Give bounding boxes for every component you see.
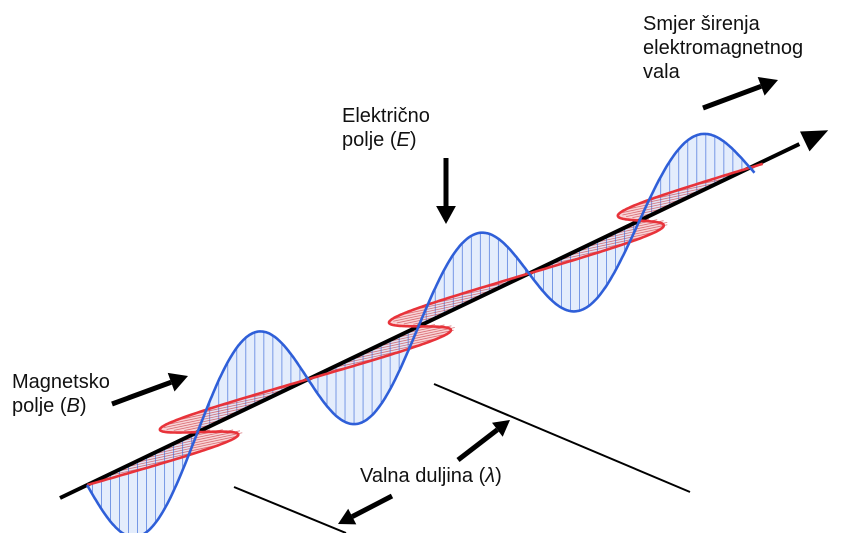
propagation-direction-label: Smjer širenja elektromagnetnog vala: [643, 12, 803, 84]
magnetic-field-vector: [174, 402, 259, 422]
electric-field-label: Električno polje (E): [342, 104, 430, 152]
magnetic-field-vector: [168, 430, 241, 447]
magnetic-field-vector: [166, 415, 232, 430]
magnetic-field-vector: [150, 435, 240, 455]
magnetic-field-vector: [565, 243, 624, 257]
magnetic-field-vector: [141, 439, 231, 460]
wavelength-label: Valna duljina (λ): [360, 465, 502, 487]
magnetic-field-vector: [625, 195, 692, 210]
electric-field-arrow-head: [436, 206, 456, 224]
propagation-label-line1: Smjer širenja: [643, 13, 760, 35]
magnetic-field-vector: [339, 351, 399, 365]
magnetic-field-vector: [393, 307, 458, 322]
magnetic-field-vector: [622, 199, 683, 213]
electric-field-label-line2: polje (E): [342, 129, 417, 151]
magnetic-field-vector: [357, 338, 437, 356]
magnetic-field-label-line1: Magnetsko: [12, 371, 110, 393]
magnetic-field-vector: [173, 419, 223, 431]
magnetic-field-vector: [114, 459, 171, 473]
magnetic-field-vector: [634, 190, 701, 206]
electric-field-label-line1: Električno: [342, 105, 430, 127]
magnetic-field-vector: [166, 406, 250, 426]
wavelength-arrow-down-head: [338, 508, 357, 525]
axis-line: [59, 142, 801, 500]
propagation-axis: [59, 130, 829, 500]
magnetic-field-vector: [610, 221, 668, 235]
magnetic-field-label-line2: polje (B): [12, 395, 87, 417]
propagation-arrow-shaft: [702, 83, 763, 111]
propagation-label-line3: vala: [643, 61, 680, 83]
annotations: [111, 77, 778, 533]
wavelength-arrow-up-head: [492, 420, 510, 437]
magnetic-field-vector: [385, 327, 455, 343]
axis-arrowhead: [800, 130, 829, 152]
magnetic-field-arrow-shaft: [111, 379, 172, 407]
wave-curves: [85, 132, 764, 533]
magnetic-field-vector: [393, 303, 467, 320]
magnetic-field-vector: [583, 231, 655, 248]
propagation-label-line2: elektromagnetnog: [643, 37, 804, 59]
magnetic-field-label: Magnetsko polje (B): [12, 370, 110, 418]
magnetic-field-vector: [348, 344, 420, 360]
magnetic-field-vector: [366, 333, 448, 352]
wavelength-arrow-down-shaft: [351, 493, 394, 519]
propagation-arrow-head: [757, 77, 778, 96]
magnetic-field-vector: [592, 227, 664, 244]
wavelength-bracket-right: [433, 383, 691, 493]
electric-field-curve: [85, 132, 756, 533]
magnetic-field-vector: [123, 451, 196, 468]
magnetic-field-vector: [399, 298, 476, 316]
wavelength-arrow-up-shaft: [456, 427, 499, 462]
magnetic-field-arrow-head: [167, 372, 188, 392]
wavelength-bracket-left: [233, 486, 347, 533]
magnetic-field-vector: [622, 203, 674, 216]
